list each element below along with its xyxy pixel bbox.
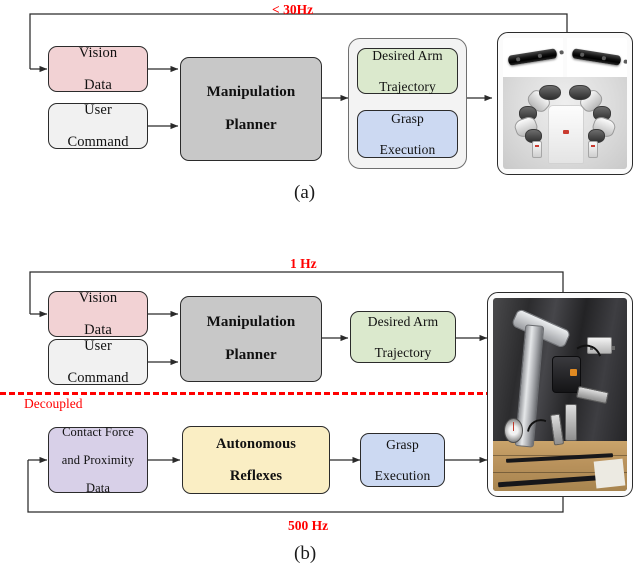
robot-wrist — [551, 355, 581, 393]
dual-arm-robot — [503, 77, 627, 169]
robot-base-dial — [503, 417, 524, 443]
mobile-manipulator-photo — [487, 292, 633, 497]
panel-caption-b: (b) — [294, 543, 317, 564]
frequency-label-b-top: 1 Hz — [290, 256, 317, 271]
camera-left — [503, 38, 563, 78]
paper-sheet — [593, 458, 626, 489]
robot-scene — [493, 298, 627, 491]
dual-arm-robot-photo — [497, 32, 633, 175]
stereo-camera-pair — [503, 38, 627, 78]
camera-right — [567, 38, 627, 78]
panel-caption-a: (a) — [294, 182, 316, 203]
proximity-sensor — [586, 336, 612, 355]
decoupled-divider — [0, 392, 492, 395]
decoupled-label: Decoupled — [24, 396, 83, 411]
frequency-label-a: < 30Hz — [272, 2, 314, 17]
frequency-label-b-bottom: 500 Hz — [288, 518, 329, 533]
